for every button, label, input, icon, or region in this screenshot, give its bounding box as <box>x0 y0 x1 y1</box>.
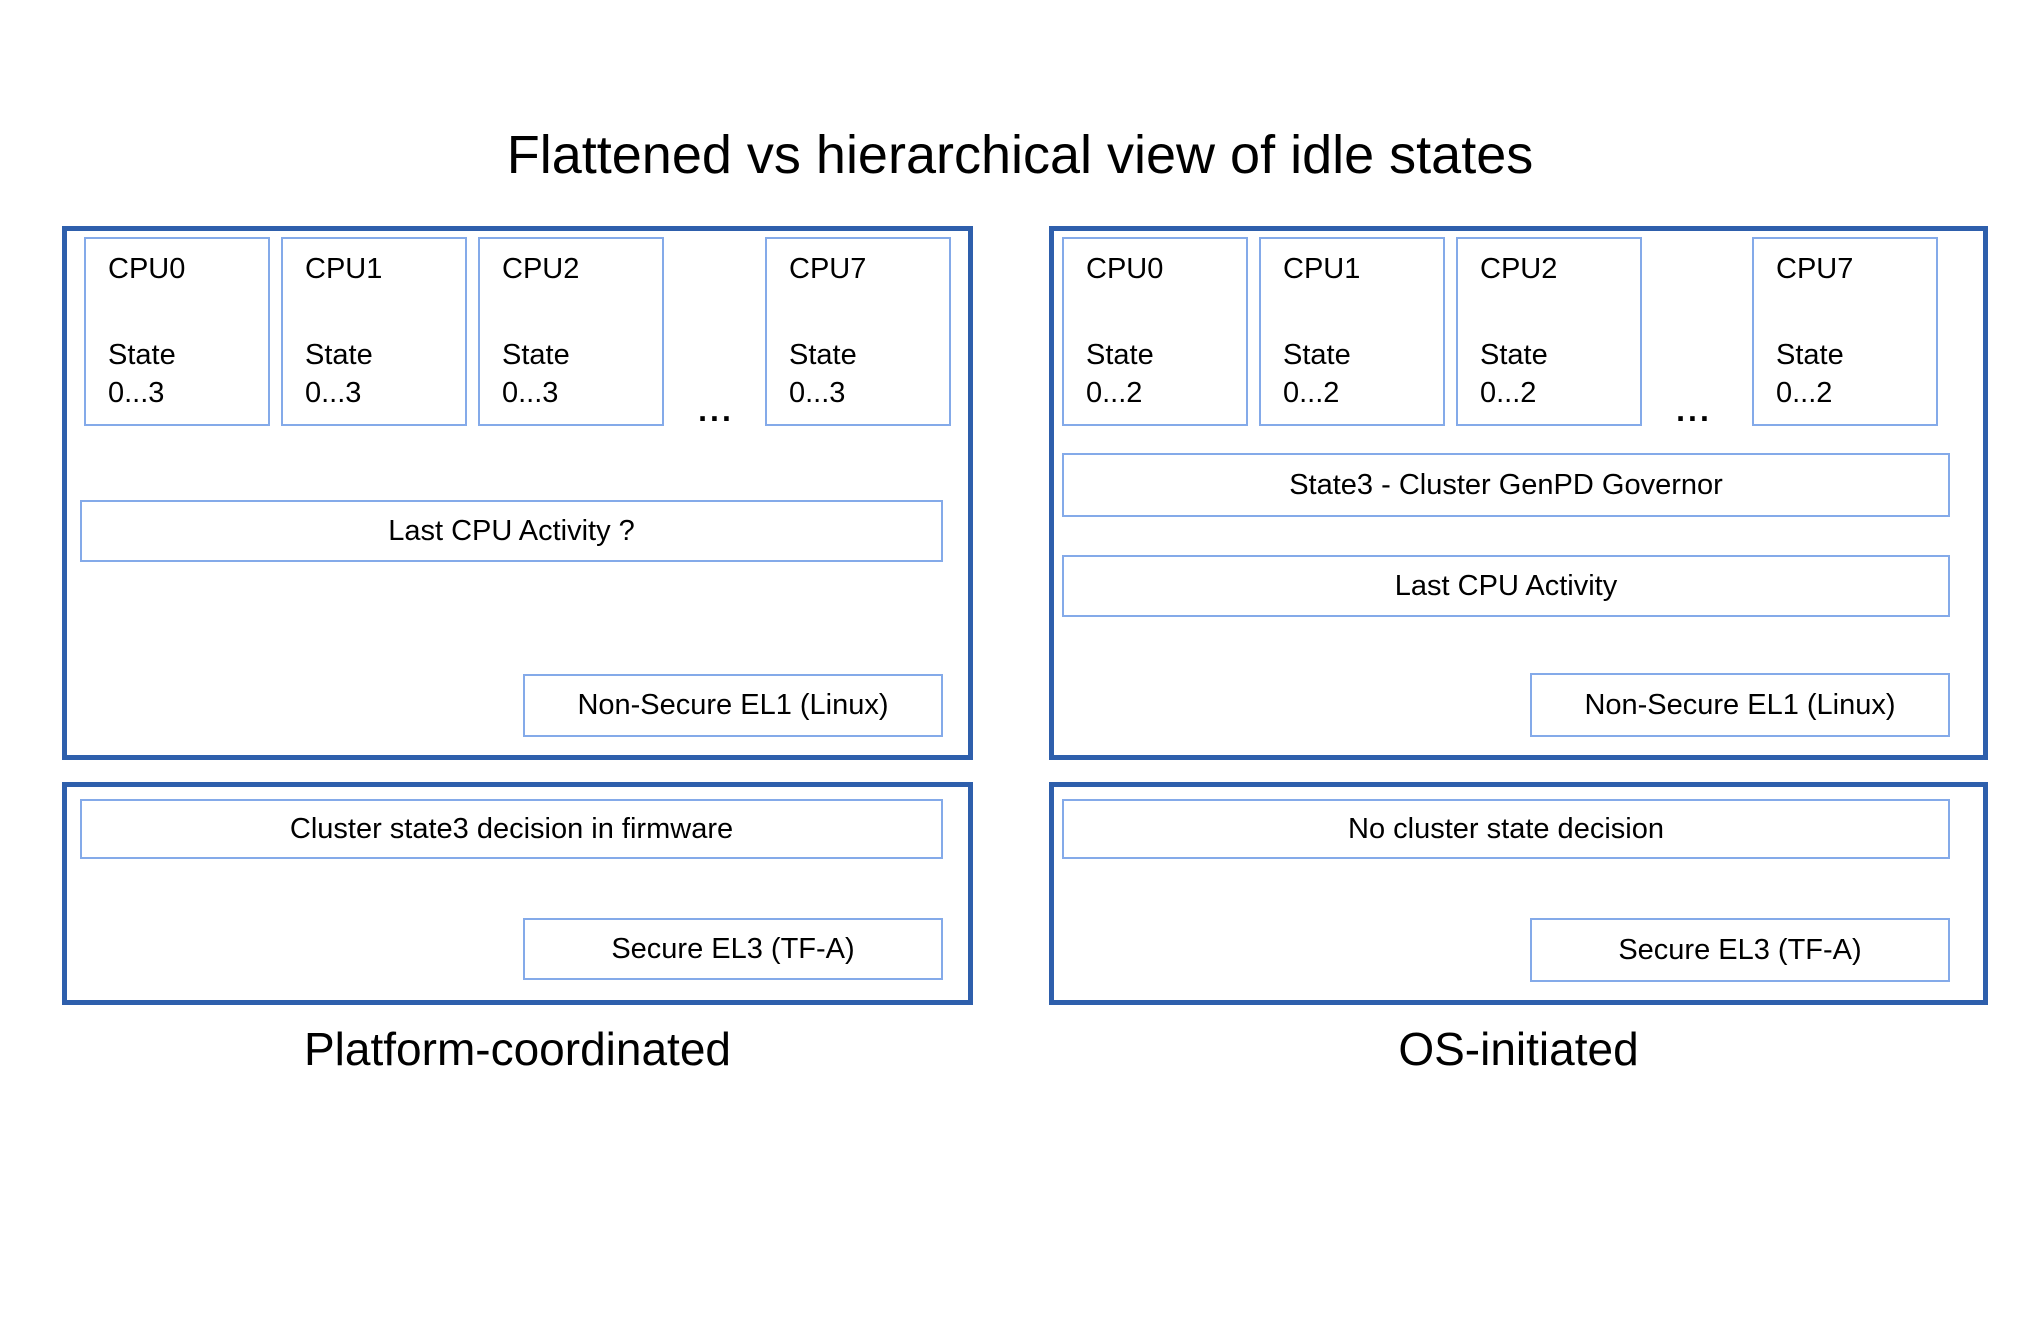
right-panel-caption: OS-initiated <box>1398 1023 1639 1075</box>
cpu-state: State 0...3 <box>305 336 373 413</box>
cpu-state: State 0...3 <box>502 336 570 413</box>
right-cpu7-box: CPU7 State 0...2 <box>1752 237 1938 426</box>
cpu-state-label: State <box>1776 339 1844 371</box>
cpu-state-range: 0...3 <box>305 377 362 410</box>
cpu-name: CPU1 <box>305 253 383 285</box>
cpu-name: CPU1 <box>1283 253 1361 285</box>
cpu-state: State 0...3 <box>108 336 176 413</box>
cpu-state-range: 0...2 <box>1086 377 1143 410</box>
cpu-state-label: State <box>1480 339 1548 371</box>
right-cpu0-box: CPU0 State 0...2 <box>1062 237 1248 426</box>
right-cpu-ellipsis: ... <box>1676 392 1712 428</box>
cpu-state-label: State <box>1283 339 1351 371</box>
right-cpu1-box: CPU1 State 0...2 <box>1259 237 1445 426</box>
right-cluster-decision-box: No cluster state decision <box>1062 799 1950 859</box>
left-cpu7-box: CPU7 State 0...3 <box>765 237 951 426</box>
cpu-name: CPU0 <box>108 253 186 285</box>
left-last-cpu-activity-box: Last CPU Activity ? <box>80 500 943 562</box>
left-cluster-decision-box: Cluster state3 decision in firmware <box>80 799 943 859</box>
cpu-state-label: State <box>1086 339 1154 371</box>
cpu-state-label: State <box>789 339 857 371</box>
cpu-name: CPU2 <box>502 253 580 285</box>
cpu-state-label: State <box>108 339 176 371</box>
right-last-cpu-activity-box: Last CPU Activity <box>1062 555 1950 617</box>
cpu-state-label: State <box>305 339 373 371</box>
cpu-state-range: 0...3 <box>789 377 846 410</box>
cpu-state-range: 0...3 <box>502 377 559 410</box>
left-panel-caption: Platform-coordinated <box>304 1023 731 1075</box>
cpu-state-range: 0...2 <box>1283 377 1340 410</box>
cpu-state-range: 0...2 <box>1480 377 1537 410</box>
cpu-state: State 0...2 <box>1776 336 1844 413</box>
cpu-name: CPU2 <box>1480 253 1558 285</box>
page-title: Flattened vs hierarchical view of idle s… <box>506 125 1534 185</box>
right-cpu2-box: CPU2 State 0...2 <box>1456 237 1642 426</box>
cpu-name: CPU7 <box>1776 253 1854 285</box>
left-nonsecure-el1-box: Non-Secure EL1 (Linux) <box>523 674 943 737</box>
right-secure-el3-box: Secure EL3 (TF-A) <box>1530 918 1950 982</box>
cpu-state: State 0...2 <box>1283 336 1351 413</box>
cpu-name: CPU7 <box>789 253 867 285</box>
right-genpd-governor-box: State3 - Cluster GenPD Governor <box>1062 453 1950 517</box>
cpu-state: State 0...2 <box>1086 336 1154 413</box>
cpu-state-range: 0...3 <box>108 377 165 410</box>
right-nonsecure-el1-box: Non-Secure EL1 (Linux) <box>1530 673 1950 737</box>
cpu-state: State 0...2 <box>1480 336 1548 413</box>
left-cpu1-box: CPU1 State 0...3 <box>281 237 467 426</box>
left-cpu0-box: CPU0 State 0...3 <box>84 237 270 426</box>
cpu-name: CPU0 <box>1086 253 1164 285</box>
cpu-state-label: State <box>502 339 570 371</box>
left-secure-el3-box: Secure EL3 (TF-A) <box>523 918 943 980</box>
left-cpu2-box: CPU2 State 0...3 <box>478 237 664 426</box>
left-cpu-ellipsis: ... <box>698 392 734 428</box>
cpu-state: State 0...3 <box>789 336 857 413</box>
cpu-state-range: 0...2 <box>1776 377 1833 410</box>
